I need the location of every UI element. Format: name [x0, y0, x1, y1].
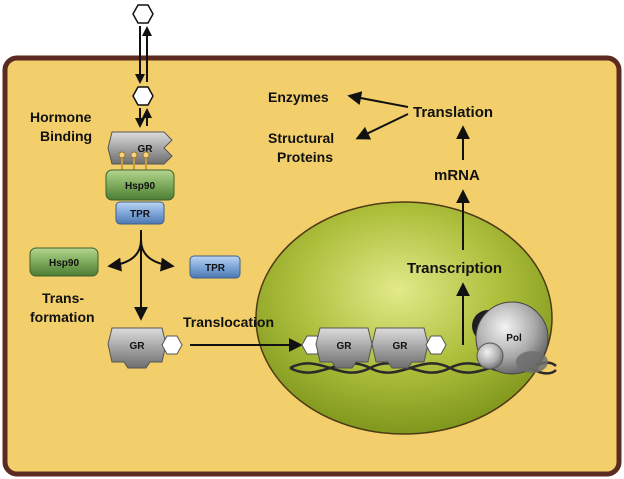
gr-dimer-right-label: GR	[393, 341, 409, 352]
enzymes-arrow	[347, 91, 409, 108]
enzymes-label: Enzymes	[268, 89, 329, 105]
hormone-binding-label-line2: Binding	[40, 128, 92, 144]
tpr-released-label: TPR	[205, 263, 226, 274]
nucleus	[255, 201, 553, 435]
gr-dimer-left-label: GR	[337, 341, 353, 352]
tpr-label: TPR	[130, 209, 151, 220]
gr-dimer-left: GR	[301, 327, 373, 369]
hsp90-released: Hsp90	[29, 247, 99, 277]
gr-activated-label: GR	[130, 341, 146, 352]
hsp90-label: Hsp90	[125, 181, 155, 192]
translocation-label: Translocation	[183, 314, 274, 330]
structural-label-line1: Structural	[268, 130, 334, 146]
hsp90-released-label: Hsp90	[49, 258, 79, 269]
rna-polymerase: Pol	[472, 301, 549, 375]
tpr-released: TPR	[189, 255, 241, 279]
hormone-binding-label-line1: Hormone	[30, 109, 92, 125]
hormone-intracellular	[132, 86, 154, 106]
mrna-label: mRNA	[434, 167, 480, 184]
translation-label: Translation	[413, 104, 493, 121]
transformation-label-line1: Trans-	[42, 290, 84, 306]
gr-dimer-right: GR	[371, 327, 447, 369]
structural-label-line2: Proteins	[277, 149, 333, 165]
gr-receptor-complexed: GR	[107, 131, 173, 170]
hormone-extracellular	[132, 4, 154, 24]
gr-label: GR	[138, 144, 154, 155]
structural-arrow	[355, 113, 409, 140]
tpr-complexed: TPR	[115, 201, 165, 225]
transformation-label-line2: formation	[30, 309, 95, 325]
pol-label: Pol	[506, 333, 522, 344]
transcription-label: Transcription	[407, 260, 502, 277]
gr-activated: GR	[107, 327, 183, 369]
hsp90-complexed: Hsp90	[105, 169, 175, 201]
transformation-arrow-right	[140, 239, 175, 272]
